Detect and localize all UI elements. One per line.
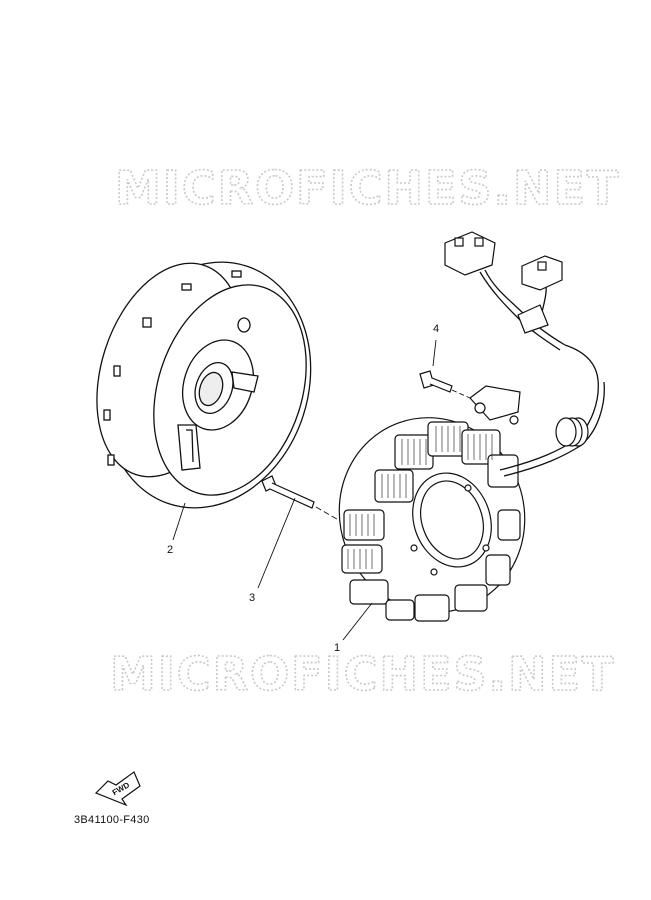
stator-part[interactable] [312,231,605,639]
reference-code: 3B41100-F430 [74,814,150,826]
rotor-part[interactable] [71,235,341,535]
callout-1: 1 [334,642,340,654]
leader-lines [172,339,437,641]
callout-4: 4 [433,323,439,335]
screw-part[interactable] [419,370,453,393]
watermark-top: MICROFICHES.NET [115,161,620,215]
callout-2: 2 [167,544,173,556]
callout-3: 3 [249,592,255,604]
watermark-bottom: MICROFICHES.NET [110,647,615,701]
fwd-arrow-icon: FWD [94,771,141,807]
bolt-part[interactable] [261,475,315,509]
